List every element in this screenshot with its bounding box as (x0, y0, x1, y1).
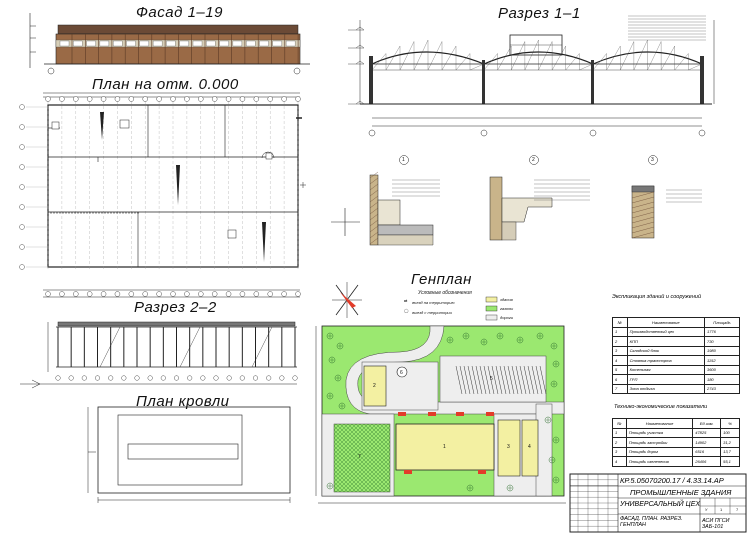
gp-num-2: 1 (443, 444, 446, 450)
stamp-sheet-title: УНИВЕРСАЛЬНЫЙ ЦЕХ (620, 501, 701, 508)
legend-title: Условные обозначения (418, 290, 472, 296)
legend-swatch-buildings (485, 296, 498, 303)
section11-title: Разрез 1–1 (498, 5, 581, 22)
stamp-name: ПРОМЫШЛЕННЫЕ ЗДАНИЯ (630, 488, 732, 497)
stamp-drawing-list: ФАСАД. ПЛАН. РАЗРЕЗ. ГЕНПЛАН (620, 516, 683, 528)
genplan-title: Генплан (411, 271, 472, 288)
roofplan-title: План кровли (136, 393, 230, 410)
stamp-sheets: 7 (736, 507, 739, 512)
gp-num-5: 5 (490, 376, 493, 382)
table-cell: 2743 (703, 383, 741, 394)
gp-num-1: 2 (373, 383, 376, 389)
stamp-code: КР.5.05070200.17 / 4.33.14.АР (620, 476, 724, 485)
legend-item-buildings: здания (500, 297, 513, 302)
stamp-org: АСИ ПГСИ 3АБ-101 (702, 518, 730, 530)
gp-num-3: 3 (507, 444, 510, 450)
detail-mark-2: 2 (532, 157, 535, 163)
table-cell: Площадь озеленения (625, 456, 694, 467)
compass-rose-icon (332, 282, 362, 318)
plan-title: План на отм. 0.000 (92, 76, 239, 93)
gp-num-7: 7 (358, 454, 361, 460)
detail-mark-1: 1 (402, 157, 405, 163)
table-cell: Зона отдыха (626, 383, 705, 394)
buildings-table-title: Экспликация зданий и сооружений (612, 294, 702, 300)
detail-mark-3: 3 (651, 157, 654, 163)
gp-num-4: 4 (528, 444, 531, 450)
section22-title: Разрез 2–2 (134, 299, 217, 316)
gp-num-6: 6 (400, 370, 403, 376)
facade-title: Фасад 1–19 (136, 4, 223, 21)
stamp-stage: У (705, 507, 708, 512)
exit-circle-icon: ◯ (404, 308, 409, 313)
legend-item-road: дороги (500, 315, 514, 320)
legend-note-entry: въезд на территорию (412, 300, 455, 305)
stamp-sheet: 1 (720, 507, 723, 512)
legend-item-lawn: газоны (500, 306, 514, 311)
entry-arrow-icon: ⇄ (404, 298, 408, 303)
legend-note-exit: выезд с территории (412, 310, 452, 315)
tech-table-title: Технико-экономические показатели (614, 404, 708, 410)
table-cell: 55,1 (720, 456, 740, 467)
legend-swatch-road (485, 314, 498, 321)
legend-swatch-lawn (485, 305, 498, 312)
